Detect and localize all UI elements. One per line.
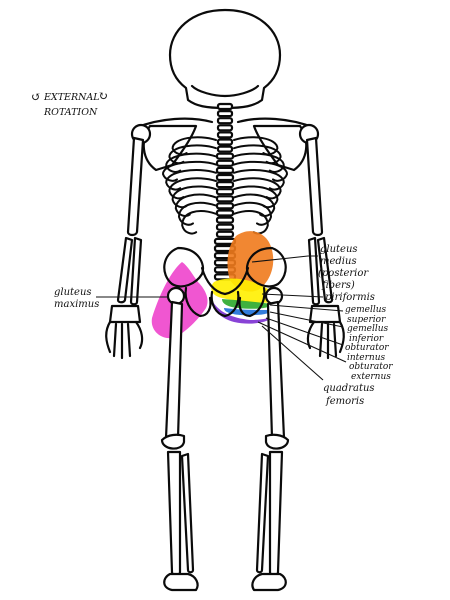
vertebra <box>216 138 234 146</box>
rib <box>233 201 273 226</box>
vertebra <box>216 109 234 118</box>
vertebra <box>215 202 235 210</box>
vertebra <box>215 166 235 174</box>
label-gluteus-maximus-line-1: gluteus <box>54 287 92 298</box>
obturator-internus-muscle <box>212 300 274 324</box>
title-arrow-left: ↺ <box>31 90 41 104</box>
left-leg <box>160 286 199 592</box>
rib <box>165 152 217 173</box>
label-gluteus-maximus: gluteus maximus <box>54 287 99 310</box>
skull <box>168 8 282 110</box>
vertebra <box>216 131 234 139</box>
label-gluteus-medius-line-3: (posterior <box>318 268 369 279</box>
label-gemellus-superior-line-2: superior <box>347 315 386 325</box>
right-leg <box>251 286 290 592</box>
label-obturator-externus: obturator externus <box>349 362 393 382</box>
label-obturator-internus-line-2: internus <box>347 353 386 363</box>
label-gemellus-inferior-line-1: gemellus <box>347 324 389 334</box>
vertebra <box>215 223 235 231</box>
vertebra <box>215 152 235 160</box>
gluteus-medius-muscle <box>227 231 274 292</box>
vertebra <box>215 188 235 196</box>
rib <box>165 169 217 191</box>
rib <box>168 177 217 200</box>
piriformis-muscle <box>211 278 277 303</box>
label-piriformis: piriformis <box>325 292 375 303</box>
vertebra <box>216 124 234 132</box>
rib <box>233 210 269 235</box>
label-obturator-internus-line-1: obturator <box>345 343 389 353</box>
label-gemellus-superior: gemellus superior <box>345 305 387 325</box>
label-gluteus-maximus-line-2: maximus <box>54 299 99 310</box>
label-gluteus-medius-line-1: gluteus <box>320 244 358 255</box>
left-arm <box>105 136 145 360</box>
label-gluteus-medius: gluteus medius (posterior fibers) <box>318 244 369 291</box>
rib <box>161 160 217 182</box>
rib <box>181 210 217 235</box>
label-obturator-externus-line-1: obturator <box>349 362 393 372</box>
vertebra <box>215 230 235 238</box>
vertebra <box>216 145 234 153</box>
vertebra <box>216 102 234 111</box>
label-obturator-externus-line-2: externus <box>351 372 391 382</box>
rib <box>177 201 217 226</box>
spine <box>213 102 237 281</box>
gemellus-inferior-muscle <box>224 308 272 316</box>
vertebra <box>215 195 235 203</box>
shoulder-girdle <box>130 117 320 172</box>
gemellus-superior-muscle <box>222 299 272 309</box>
rib <box>233 177 282 200</box>
leader-lines <box>96 255 347 381</box>
label-quadratus-femoris-line-2: femoris <box>325 396 364 407</box>
label-obturator-internus: obturator internus <box>345 343 389 363</box>
vertebra <box>216 117 234 125</box>
rib <box>233 160 289 182</box>
vertebra <box>215 173 235 182</box>
label-quadratus-femoris-line-1: quadratus <box>323 383 375 394</box>
label-gluteus-medius-line-4: fibers) <box>321 280 355 291</box>
label-gemellus-inferior: gemellus inferior <box>347 324 389 344</box>
title-line-1: EXTERNAL <box>43 92 100 103</box>
vertebra <box>215 216 235 224</box>
title-arrow-right: ↻ <box>98 89 108 103</box>
right-arm <box>305 136 345 360</box>
label-gemellus-superior-line-1: gemellus <box>345 305 387 315</box>
vertebra <box>215 181 235 189</box>
title-line-2: ROTATION <box>43 107 98 118</box>
label-quadratus-femoris: quadratus femoris <box>323 383 375 407</box>
label-gemellus-inferior-line-2: inferior <box>349 334 384 344</box>
rib <box>233 152 285 173</box>
pelvis <box>163 246 287 318</box>
diagram-title: ↺ EXTERNAL ↻ ROTATION <box>31 89 108 118</box>
vertebra <box>215 209 235 217</box>
rib <box>233 169 285 191</box>
vertebra <box>215 159 235 167</box>
label-gluteus-medius-line-2: medius <box>320 256 357 267</box>
